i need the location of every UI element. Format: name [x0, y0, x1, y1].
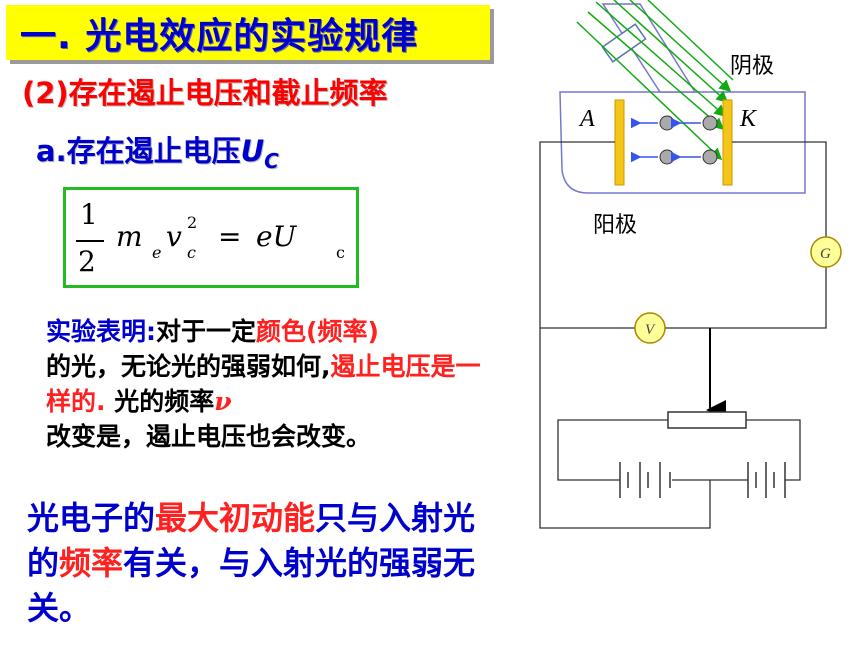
conclusion-text-3: 有关，与入射光的强弱无关。 [27, 544, 476, 627]
velocity-superscript: 2 [187, 213, 198, 232]
rheostat [667, 411, 747, 429]
finding-highlight-1: 颜色(频率) [256, 317, 379, 346]
rhs-symbol: eU [256, 220, 297, 253]
conclusion-highlight-1: 最大初动能 [155, 499, 316, 537]
fraction-numerator: 1 [80, 198, 98, 231]
rhs-subscript: c [336, 243, 345, 262]
mass-subscript: e [152, 243, 162, 262]
electrons [631, 115, 718, 165]
velocity-symbol: v [166, 220, 182, 253]
cathode-label: 阴极 [730, 53, 774, 78]
title-banner: 一. 光电效应的实验规律 [6, 5, 490, 60]
galvanometer: G [810, 236, 842, 268]
section-heading: a.存在遏止电压UC [36, 128, 279, 173]
anode-plate [614, 99, 625, 186]
voltmeter: V [634, 312, 666, 344]
plate-a-label: A [578, 106, 595, 132]
conclusion-text-2: 只与入射光的 [27, 499, 476, 582]
velocity-subscript: c [187, 243, 196, 262]
plate-k-label: K [739, 106, 758, 132]
battery-left [619, 462, 671, 498]
voltmeter-label: V [645, 322, 656, 338]
symbol-sub-c: C [264, 148, 279, 173]
conclusion: 光电子的最大初动能只与入射光的频率有关，与入射光的强弱无关。 [27, 496, 507, 631]
cathode-plate [722, 99, 733, 186]
section-prefix: a. [36, 134, 67, 168]
formula-box: 1 2 m e v 2 c = eU c [63, 187, 359, 288]
conclusion-text-1: 光电子的 [27, 499, 156, 537]
galvanometer-label: G [820, 246, 831, 262]
equals-sign: = [218, 220, 242, 253]
symbol-u: U [240, 134, 265, 168]
finding-text-1: 对于一定 [156, 317, 257, 346]
frequency-symbol: ν [214, 387, 232, 416]
section-text: 存在遏止电压 [66, 134, 241, 168]
subtitle: (2)存在遏止电压和截止频率 [22, 76, 388, 110]
circuit-wires [539, 141, 827, 529]
finding-text-4: 改变是，遏止电压也会改变。 [46, 422, 372, 451]
page-title: 一. 光电效应的实验规律 [20, 15, 419, 57]
anode-label: 阳极 [593, 212, 637, 237]
finding-highlight-2: 遏止电压是一样的. [46, 352, 481, 416]
battery-right [747, 462, 786, 498]
fraction-line [76, 240, 104, 242]
finding-label: 实验表明: [46, 317, 156, 346]
light-rays [576, 0, 734, 161]
finding-text-2: 的光，无论光的强弱如何, [46, 352, 331, 381]
conclusion-highlight-2: 频率 [59, 544, 124, 582]
finding-text-3: 光的频率 [105, 387, 215, 416]
mass-symbol: m [116, 220, 143, 253]
experiment-finding: 实验表明:对于一定颜色(频率) 的光，无论光的强弱如何,遏止电压是一样的. 光的频… [46, 314, 486, 454]
fraction-denominator: 2 [78, 245, 96, 278]
photoelectric-circuit-diagram: 阴极 阳极 A K G V [539, 0, 842, 529]
stopping-voltage-symbol: UC [240, 134, 279, 173]
